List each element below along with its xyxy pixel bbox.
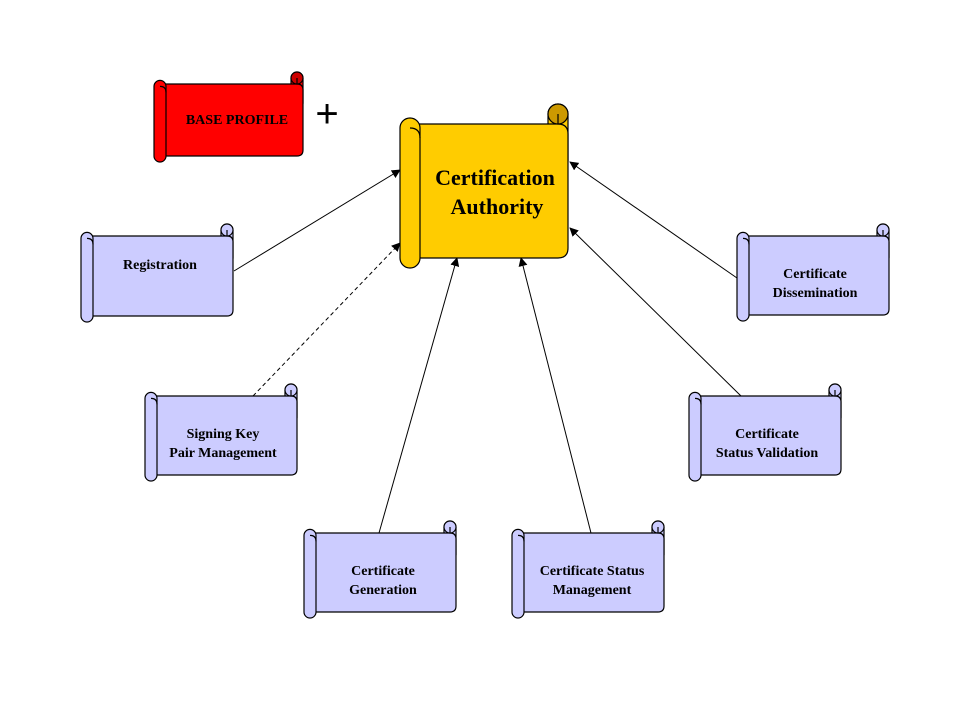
module-signing-key-line-1: Signing Key: [187, 427, 260, 442]
connectors: [233, 161, 742, 534]
module-signing-key-line-2: Pair Management: [169, 446, 277, 461]
connector-cert-status-mgmt: [518, 257, 592, 534]
module-cert-dissemination-shape: [736, 223, 890, 322]
module-cert-generation-shape: [303, 520, 457, 619]
certification-authority-line-1: Certification: [435, 165, 555, 190]
module-cert-status-mgmt-line-1: Certificate Status: [540, 564, 645, 579]
module-cert-status-mgmt-shape: [511, 520, 665, 619]
module-cert-dissemination-line-1: Certificate: [783, 267, 847, 282]
module-cert-status-validation-line-1: Certificate: [735, 427, 799, 442]
base-profile-shape: [153, 71, 304, 163]
connector-cert-dissemination: [569, 161, 738, 279]
module-cert-status-mgmt-line-2: Management: [553, 583, 632, 598]
module-cert-dissemination-line-2: Dissemination: [773, 286, 858, 301]
module-cert-status-validation-shape: [688, 383, 842, 482]
module-registration-shape: [80, 223, 234, 323]
module-cert-generation-line-1: Certificate: [351, 564, 415, 579]
module-cert-generation-line-2: Generation: [349, 583, 417, 598]
module-registration-line-1: Registration: [123, 258, 197, 273]
certification-authority-shape: [399, 103, 569, 269]
module-signing-key-shape: [144, 383, 298, 482]
module-cert-status-validation-line-2: Status Validation: [716, 446, 819, 461]
connector-cert-status-validation: [569, 227, 742, 397]
connector-signing-key: [252, 242, 401, 397]
certification-authority-line-2: Authority: [451, 194, 544, 219]
module-registration: Registration: [80, 223, 234, 323]
connector-cert-generation: [378, 257, 460, 534]
base-profile-label: BASE PROFILE: [186, 113, 288, 128]
plus-sign: +: [315, 92, 338, 136]
base-profile-scroll: BASE PROFILE: [153, 71, 304, 163]
connector-registration: [233, 169, 401, 272]
